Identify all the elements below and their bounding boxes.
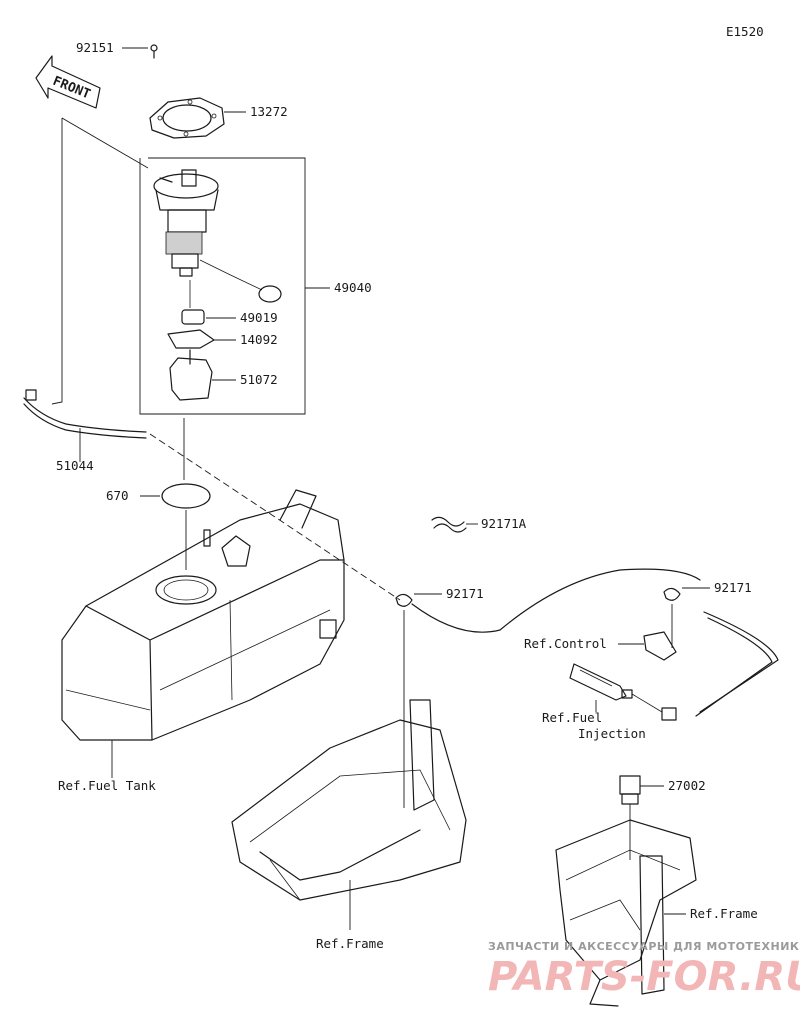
ref-fuel-injection-line1: Ref.Fuel (542, 710, 602, 725)
ref-fuel-tank: Ref.Fuel Tank (58, 778, 156, 793)
ref-control: Ref.Control (524, 636, 607, 651)
ref-frame-center: Ref.Frame (316, 936, 384, 951)
part-51072-subtank: 51072 (169, 349, 278, 401)
part-27002-connector: 27002 (619, 775, 706, 860)
part-13272-plate: 13272 (149, 97, 288, 139)
watermark-brand-logo: PARTS-FOR.RU (488, 954, 800, 1000)
ref-fuel-injection-line2: Injection (578, 726, 646, 741)
part-49019-filter: 49019 (181, 280, 278, 325)
front-arrow: FRONT (35, 55, 101, 109)
fuel-pump-module (153, 169, 282, 303)
part-92171A-clamp: 92171A (431, 516, 527, 533)
control-bracket: Ref.Control (524, 631, 677, 661)
callout-13272: 13272 (250, 104, 288, 119)
ref-frame-right: Ref.Frame (690, 906, 758, 921)
watermark-top-text: ЗАПЧАСТИ И АКСЕССУАРЫ ДЛЯ МОТОТЕХНИКИ (488, 940, 800, 953)
fuel-injection-part: Ref.Fuel Injection (542, 663, 677, 741)
callout-92151: 92151 (76, 40, 114, 55)
frame-center: Ref.Frame (231, 699, 467, 951)
fuel-tank: Ref.Fuel Tank (58, 489, 345, 793)
watermark: ЗАПЧАСТИ И АКСЕССУАРЫ ДЛЯ МОТОТЕХНИКИ PA… (488, 940, 800, 1000)
diagram-code: E1520 (726, 24, 764, 39)
assembly-49040-bracket: 49040 (139, 157, 372, 415)
callout-49019: 49019 (240, 310, 278, 325)
callout-92171-right: 92171 (714, 580, 752, 595)
callout-51044: 51044 (56, 458, 94, 473)
callout-51072: 51072 (240, 372, 278, 387)
control-cable (411, 568, 779, 717)
part-92151-screw: 92151 (76, 40, 158, 59)
callout-92171-center: 92171 (446, 586, 484, 601)
callout-49040: 49040 (334, 280, 372, 295)
part-51044-hose: 51044 (23, 117, 149, 473)
part-92171-clamp-center: 92171 (395, 586, 484, 808)
frame-right: Ref.Frame (555, 819, 758, 1007)
part-670-oring: 670 (106, 483, 211, 570)
callout-27002: 27002 (668, 778, 706, 793)
part-14092-cover: 14092 (167, 329, 278, 349)
routing-dashed-line (149, 433, 401, 601)
callout-14092: 14092 (240, 332, 278, 347)
part-92171-clamp-right: 92171 (663, 580, 752, 648)
callout-92171A: 92171A (481, 516, 527, 531)
callout-670: 670 (106, 488, 129, 503)
